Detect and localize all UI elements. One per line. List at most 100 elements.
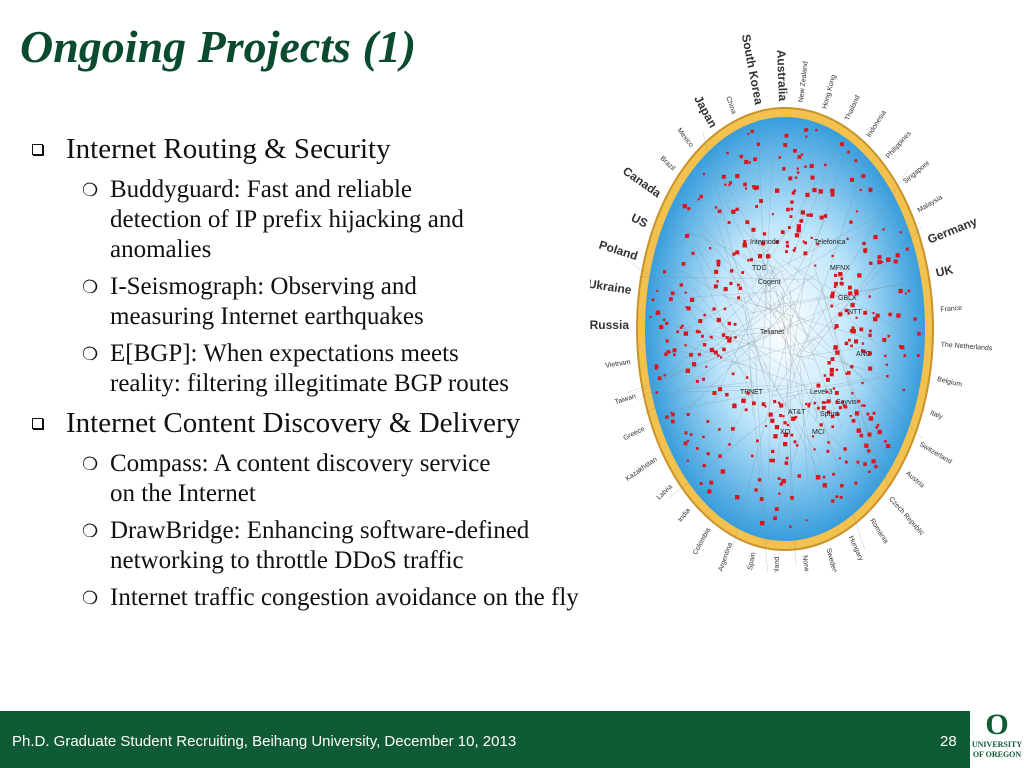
connection-line xyxy=(769,261,822,500)
as-node xyxy=(872,411,876,415)
as-node xyxy=(877,429,882,435)
as-node xyxy=(902,388,905,392)
connection-line xyxy=(679,298,799,419)
connection-line xyxy=(751,214,882,283)
as-node xyxy=(757,478,762,482)
as-node xyxy=(784,461,789,465)
as-node xyxy=(782,167,786,171)
as-node xyxy=(703,313,706,317)
as-node xyxy=(830,188,835,193)
as-node xyxy=(794,247,797,250)
as-node xyxy=(797,155,802,159)
country-label: Italy xyxy=(929,410,944,421)
as-node xyxy=(893,259,898,264)
country-label: Mexico xyxy=(675,127,694,149)
as-node xyxy=(861,174,866,178)
connection-line xyxy=(694,243,769,369)
connection-line xyxy=(768,281,771,479)
connection-line xyxy=(663,381,822,413)
as-node xyxy=(753,157,758,162)
as-node xyxy=(699,194,704,199)
as-node xyxy=(791,191,796,195)
as-node xyxy=(725,392,729,397)
country-label: Austria xyxy=(904,470,925,489)
as-node xyxy=(796,227,801,233)
as-node xyxy=(843,447,847,451)
as-node xyxy=(840,484,844,488)
as-node xyxy=(793,148,797,153)
as-node xyxy=(782,415,785,418)
as-node xyxy=(771,213,774,216)
country-label: India xyxy=(677,507,692,523)
as-node xyxy=(863,248,868,253)
as-node xyxy=(882,228,885,231)
center-label: Cogent xyxy=(758,279,781,286)
as-node xyxy=(755,205,759,208)
connection-line xyxy=(720,261,800,359)
as-node xyxy=(733,322,737,326)
as-node xyxy=(854,159,858,163)
connection-line xyxy=(747,222,791,328)
as-node xyxy=(779,483,782,486)
as-node xyxy=(898,344,902,348)
as-node xyxy=(804,241,808,245)
as-node xyxy=(649,315,652,318)
as-node xyxy=(846,237,849,240)
as-node xyxy=(773,434,778,439)
as-node xyxy=(829,367,834,372)
as-node xyxy=(832,387,836,390)
as-node xyxy=(861,381,864,385)
connection-line xyxy=(763,156,773,347)
as-node xyxy=(839,495,843,499)
as-node xyxy=(683,441,688,446)
as-node xyxy=(778,156,782,159)
slide-title: Ongoing Projects (1) xyxy=(20,21,417,72)
as-node xyxy=(731,372,735,376)
connection-line xyxy=(723,295,771,310)
as-node xyxy=(822,475,826,479)
center-labels: InternodeTDCCogentTelefonicaMFNXGBLXNTTT… xyxy=(740,239,871,436)
as-node xyxy=(847,150,850,154)
as-node xyxy=(824,163,827,167)
center-label: GBLX xyxy=(838,295,857,302)
as-node xyxy=(868,329,872,333)
as-node xyxy=(790,200,794,204)
as-node xyxy=(663,374,666,377)
as-node xyxy=(706,452,710,456)
connection-line xyxy=(799,349,887,377)
country-label: Hungary xyxy=(847,535,864,562)
as-node xyxy=(698,319,703,324)
as-node xyxy=(714,206,718,209)
as-node xyxy=(804,165,807,168)
as-node xyxy=(805,192,810,197)
connection-line xyxy=(776,277,805,462)
as-node xyxy=(881,261,884,264)
as-node xyxy=(716,280,719,283)
as-node xyxy=(686,306,691,311)
as-node xyxy=(868,416,874,421)
as-node xyxy=(875,313,880,318)
connection-line xyxy=(689,385,789,387)
connection-line xyxy=(669,264,756,314)
as-node xyxy=(729,281,733,286)
as-node xyxy=(847,312,850,315)
as-node xyxy=(723,287,728,292)
as-node xyxy=(681,262,686,266)
as-node xyxy=(816,243,819,246)
slide-content: Internet Routing & Security ❍ Buddyguard… xyxy=(30,132,710,620)
as-node xyxy=(904,292,907,295)
connection-line xyxy=(745,238,786,293)
country-label: Belgium xyxy=(936,376,962,389)
internet-topology-visualization: InternodeTDCCogentTelefonicaMFNXGBLXNTTT… xyxy=(590,33,993,572)
as-node xyxy=(744,408,748,412)
connection-line xyxy=(668,273,818,380)
as-node xyxy=(665,321,669,325)
country-label: New Zealand xyxy=(798,61,810,103)
connection-line xyxy=(749,362,754,417)
as-node xyxy=(724,183,727,186)
as-node xyxy=(794,415,798,419)
as-node xyxy=(686,459,689,462)
as-node xyxy=(657,376,662,380)
as-node xyxy=(783,441,788,447)
connection-line xyxy=(707,302,784,358)
